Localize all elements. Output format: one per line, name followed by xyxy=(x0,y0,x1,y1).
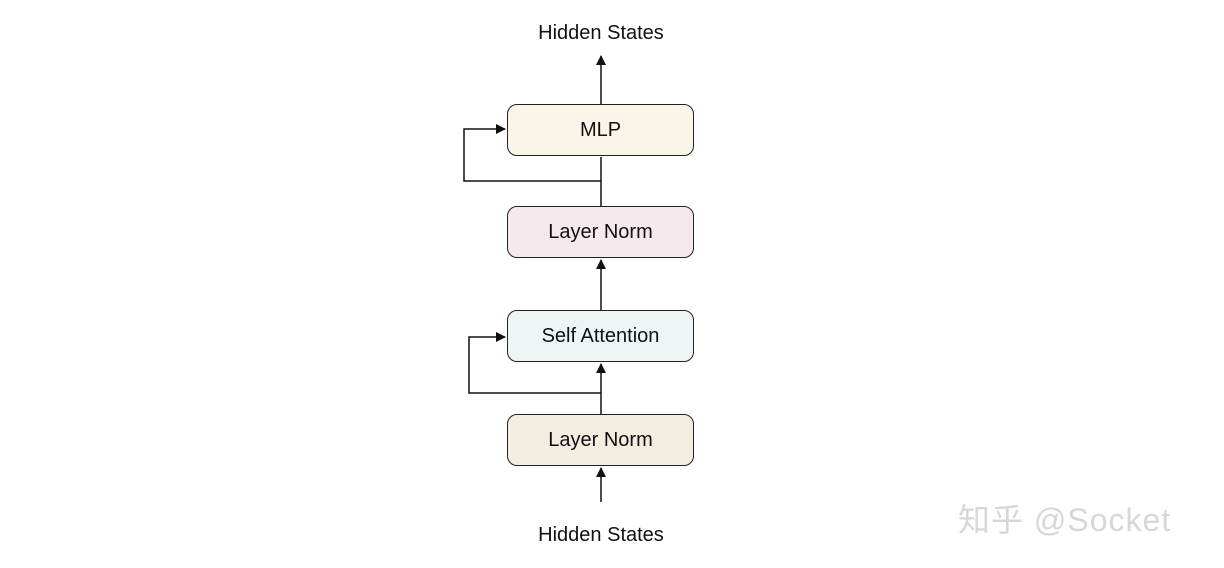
watermark: 知乎 @Socket xyxy=(958,502,1172,538)
mlp-label: MLP xyxy=(579,118,622,141)
mlp-node: MLP xyxy=(507,104,694,156)
input-label: Hidden States xyxy=(538,524,664,546)
layer-norm-1-label: Layer Norm xyxy=(548,428,653,451)
layer-norm-1-node: Layer Norm xyxy=(507,414,694,466)
attention-residual-arrow xyxy=(468,332,601,394)
layer-norm-2-node: Layer Norm xyxy=(507,206,694,258)
output-label: Hidden States xyxy=(538,22,664,44)
layer-norm-2-label: Layer Norm xyxy=(548,220,653,243)
self-attention-label: Self Attention xyxy=(541,324,660,347)
self-attention-node: Self Attention xyxy=(507,310,694,362)
mlp-residual-arrow xyxy=(463,124,601,182)
